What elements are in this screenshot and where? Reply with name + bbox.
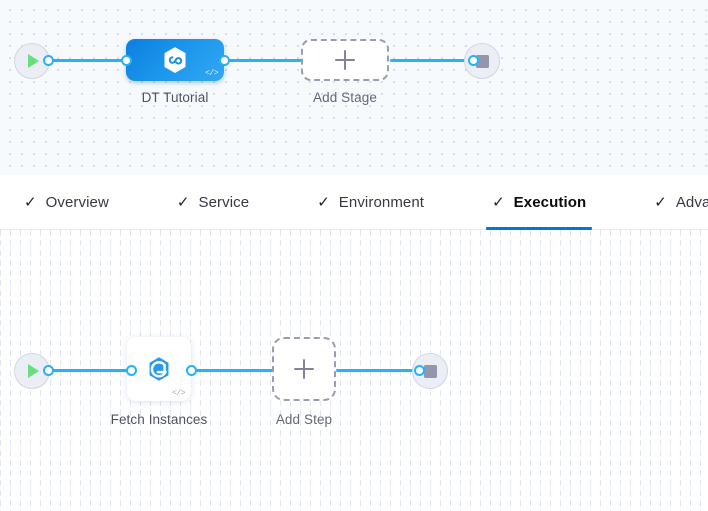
stage-node-label: DT Tutorial bbox=[141, 90, 209, 105]
stage-config-tabs: ✓ Overview ✓ Service ✓ Environment ✓ Exe… bbox=[0, 175, 708, 230]
code-badge-icon: </> bbox=[205, 69, 218, 78]
tab-overview-label: Overview bbox=[45, 193, 109, 211]
play-icon bbox=[28, 54, 39, 68]
tab-advanced-label: Advanced bbox=[675, 193, 708, 211]
step-start-port[interactable] bbox=[43, 365, 54, 376]
add-stage-label: Add Stage bbox=[313, 90, 377, 105]
tab-service[interactable]: ✓ Service bbox=[167, 175, 259, 230]
play-icon bbox=[28, 364, 39, 378]
add-stage-button[interactable] bbox=[301, 39, 389, 81]
harness-hexagon-infinity-icon bbox=[160, 45, 190, 75]
check-icon: ✓ bbox=[654, 193, 667, 211]
tab-overview[interactable]: ✓ Overview bbox=[14, 175, 119, 230]
edge-addstep-to-end bbox=[336, 369, 420, 372]
code-badge-icon: </> bbox=[172, 389, 185, 398]
stop-icon bbox=[423, 364, 437, 378]
harness-hexagon-e-icon bbox=[145, 355, 173, 383]
tab-advanced[interactable]: ✓ Advanced bbox=[644, 175, 708, 230]
check-icon: ✓ bbox=[492, 193, 505, 211]
stage-node-dt-tutorial[interactable]: </> bbox=[126, 39, 224, 81]
step-node-fetch-instances[interactable]: </> bbox=[127, 337, 191, 401]
check-icon: ✓ bbox=[176, 193, 190, 211]
tab-environment-label: Environment bbox=[338, 193, 425, 211]
edge-addstage-to-end bbox=[390, 59, 474, 62]
edge-stage-to-addstage bbox=[222, 59, 302, 62]
execution-step-canvas[interactable]: </> Fetch Instances Add Step bbox=[0, 230, 708, 511]
add-step-button[interactable] bbox=[272, 337, 336, 401]
plus-icon bbox=[294, 359, 314, 379]
add-step-label: Add Step bbox=[275, 412, 333, 427]
step-node-label: Fetch Instances bbox=[110, 412, 208, 427]
step-node-input-port[interactable] bbox=[126, 365, 137, 376]
tab-execution-label: Execution bbox=[513, 193, 587, 211]
check-icon: ✓ bbox=[317, 193, 330, 211]
edge-start-to-stage bbox=[47, 59, 127, 62]
edge-step-to-addstep bbox=[190, 369, 274, 372]
step-end-port[interactable] bbox=[414, 365, 425, 376]
step-node-output-port[interactable] bbox=[186, 365, 197, 376]
edge-start-to-step bbox=[47, 369, 131, 372]
tab-environment[interactable]: ✓ Environment bbox=[307, 175, 434, 230]
stage-end-port[interactable] bbox=[468, 55, 479, 66]
stage-start-port[interactable] bbox=[43, 55, 54, 66]
stop-icon bbox=[475, 54, 489, 68]
tab-service-label: Service bbox=[198, 193, 250, 211]
pipeline-stage-canvas[interactable]: </> DT Tutorial Add Stage bbox=[0, 0, 708, 175]
stage-node-output-port[interactable] bbox=[219, 55, 230, 66]
check-icon: ✓ bbox=[24, 193, 37, 211]
tab-execution[interactable]: ✓ Execution bbox=[482, 175, 596, 230]
plus-icon bbox=[335, 50, 355, 70]
stage-node-input-port[interactable] bbox=[121, 55, 132, 66]
